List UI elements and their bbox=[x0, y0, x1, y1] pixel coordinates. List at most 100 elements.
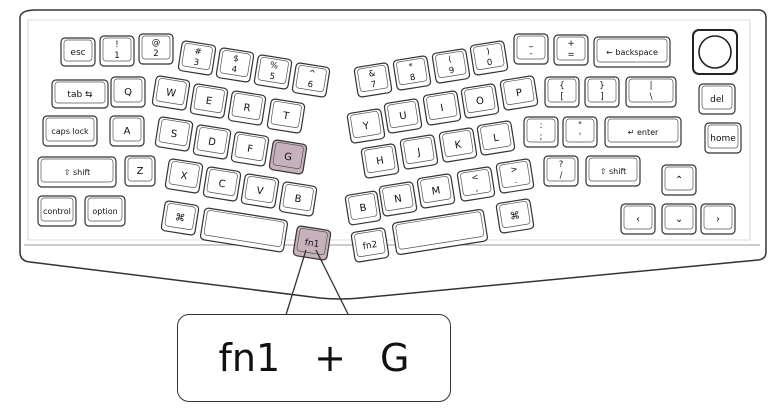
key-k[interactable]: K bbox=[438, 127, 478, 163]
key-backspace[interactable]: ← backspace bbox=[593, 36, 671, 68]
key-9[interactable]: (9 bbox=[431, 48, 471, 84]
key-b[interactable]: B bbox=[278, 181, 318, 217]
svg-text:3: 3 bbox=[193, 58, 200, 69]
svg-text:W: W bbox=[165, 87, 177, 99]
key-semicolon[interactable]: :; bbox=[523, 116, 559, 148]
svg-text:{: { bbox=[559, 81, 564, 91]
combo-key-g: G bbox=[380, 336, 410, 380]
key-home[interactable]: home bbox=[704, 122, 742, 154]
key-s[interactable]: S bbox=[154, 116, 194, 152]
svg-text:-: - bbox=[529, 49, 532, 59]
svg-text:esc: esc bbox=[70, 48, 85, 58]
key-j[interactable]: J bbox=[399, 134, 439, 170]
key-equal[interactable]: += bbox=[553, 34, 589, 66]
key-rbracket[interactable]: }] bbox=[584, 76, 620, 108]
key-quote[interactable]: "' bbox=[562, 116, 598, 148]
svg-text:): ) bbox=[486, 47, 491, 57]
key-down-arrow[interactable]: ⌄ bbox=[661, 203, 697, 235]
key-left-cmd[interactable]: ⌘ bbox=[160, 200, 200, 236]
key-d[interactable]: D bbox=[192, 124, 232, 160]
key-right-arrow[interactable]: › bbox=[700, 203, 736, 235]
case-inner-plate bbox=[27, 19, 751, 241]
key-e[interactable]: E bbox=[189, 83, 229, 119]
key-period[interactable]: >. bbox=[495, 158, 535, 194]
svg-text:5: 5 bbox=[269, 72, 276, 83]
key-control[interactable]: control bbox=[37, 195, 77, 227]
svg-text:D: D bbox=[207, 136, 217, 148]
svg-text:/: / bbox=[560, 171, 563, 181]
key-x[interactable]: X bbox=[164, 158, 204, 194]
key-i[interactable]: I bbox=[422, 90, 462, 126]
key-option[interactable]: option bbox=[84, 195, 126, 227]
svg-text:↵ enter: ↵ enter bbox=[628, 128, 659, 137]
key-n[interactable]: N bbox=[378, 181, 418, 217]
key-p[interactable]: P bbox=[499, 75, 539, 111]
key-m[interactable]: M bbox=[416, 173, 456, 209]
svg-text:tab ⇆: tab ⇆ bbox=[67, 90, 93, 100]
key-8[interactable]: *8 bbox=[392, 55, 432, 91]
svg-text:X: X bbox=[180, 171, 189, 183]
key-slash[interactable]: ?/ bbox=[543, 155, 579, 187]
svg-text:0: 0 bbox=[486, 58, 493, 69]
key-6[interactable]: ^6 bbox=[291, 62, 331, 98]
callout-line-right bbox=[315, 249, 351, 319]
key-f[interactable]: F bbox=[230, 131, 270, 167]
svg-text:E: E bbox=[205, 96, 213, 108]
key-y[interactable]: Y bbox=[346, 108, 386, 144]
key-del[interactable]: del bbox=[698, 83, 736, 115]
svg-text:P: P bbox=[515, 88, 523, 100]
svg-text:!: ! bbox=[115, 40, 118, 50]
key-z[interactable]: Z bbox=[124, 155, 156, 187]
key-4[interactable]: $4 bbox=[215, 47, 255, 83]
key-w[interactable]: W bbox=[151, 75, 191, 111]
key-fn1[interactable]: fn1 bbox=[292, 225, 332, 261]
svg-text:R: R bbox=[243, 103, 252, 115]
key-1[interactable]: !1 bbox=[99, 35, 135, 67]
key-enter[interactable]: ↵ enter bbox=[604, 116, 682, 148]
svg-text:control: control bbox=[43, 207, 71, 216]
key-left-shift[interactable]: ⇧ shift bbox=[37, 156, 117, 188]
svg-text:|: | bbox=[650, 81, 653, 91]
svg-text:#: # bbox=[194, 47, 203, 58]
svg-text:F: F bbox=[246, 144, 254, 156]
key-lbracket[interactable]: {[ bbox=[544, 76, 580, 108]
key-l[interactable]: L bbox=[476, 120, 516, 156]
key-0[interactable]: )0 bbox=[469, 40, 509, 76]
key-q[interactable]: Q bbox=[110, 76, 146, 108]
key-7[interactable]: &7 bbox=[353, 62, 393, 98]
key-b-right[interactable]: B bbox=[344, 190, 382, 226]
key-r[interactable]: R bbox=[227, 90, 267, 126]
svg-text:@: @ bbox=[152, 38, 161, 48]
key-right-cmd[interactable]: ⌘ bbox=[495, 198, 535, 234]
key-minus[interactable]: _- bbox=[513, 33, 549, 65]
key-5[interactable]: %5 bbox=[253, 54, 293, 90]
svg-text:.: . bbox=[514, 176, 518, 186]
key-tab[interactable]: tab ⇆ bbox=[51, 79, 109, 109]
key-left-space[interactable] bbox=[199, 207, 289, 253]
svg-text:,: , bbox=[475, 184, 479, 194]
key-v[interactable]: V bbox=[240, 173, 280, 209]
key-up-arrow[interactable]: ⌃ bbox=[661, 164, 697, 196]
key-h[interactable]: H bbox=[360, 143, 400, 179]
key-esc[interactable]: esc bbox=[60, 37, 96, 67]
key-g[interactable]: G bbox=[268, 139, 308, 175]
key-right-shift[interactable]: ⇧ shift bbox=[585, 155, 641, 187]
svg-text:T: T bbox=[281, 110, 291, 122]
key-u[interactable]: U bbox=[383, 98, 423, 134]
key-fn2[interactable]: fn2 bbox=[350, 227, 390, 263]
key-t[interactable]: T bbox=[266, 98, 306, 134]
svg-text:‹: ‹ bbox=[636, 214, 640, 225]
key-c[interactable]: C bbox=[202, 166, 242, 202]
key-comma[interactable]: <, bbox=[456, 166, 496, 202]
svg-text:fn1: fn1 bbox=[304, 238, 320, 250]
key-2[interactable]: @2 bbox=[138, 33, 174, 65]
key-caps-lock[interactable]: caps lock bbox=[42, 115, 98, 147]
key-backslash[interactable]: |\ bbox=[625, 76, 677, 108]
key-right-space[interactable] bbox=[392, 208, 488, 256]
key-a[interactable]: A bbox=[109, 115, 145, 147]
key-left-arrow[interactable]: ‹ bbox=[620, 203, 656, 235]
key-3[interactable]: #3 bbox=[177, 40, 217, 76]
svg-text:J: J bbox=[416, 147, 422, 158]
rotary-knob[interactable] bbox=[692, 29, 738, 75]
key-o[interactable]: O bbox=[460, 83, 500, 119]
